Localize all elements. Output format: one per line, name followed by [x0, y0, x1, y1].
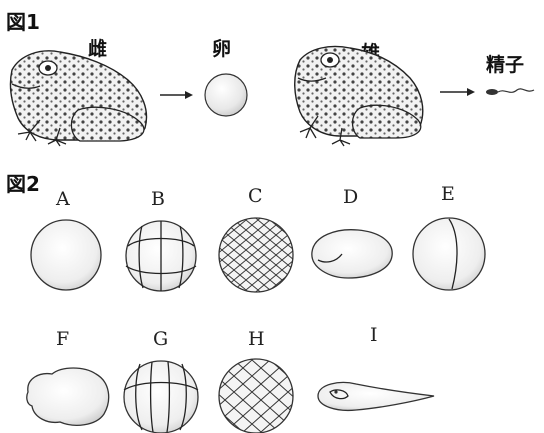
multi-cell-stage-icon: [219, 359, 293, 433]
four-cell-stage-icon: [124, 361, 198, 433]
eight-cell-stage-icon: [126, 221, 196, 291]
tadpole-icon: [318, 383, 434, 411]
many-cell-blastula-icon: [219, 218, 293, 292]
elongated-embryo-icon: [312, 230, 392, 278]
bulging-embryo-icon: [27, 368, 109, 425]
single-cell-egg-icon: [31, 220, 101, 290]
two-cell-stage-icon: [413, 218, 485, 290]
